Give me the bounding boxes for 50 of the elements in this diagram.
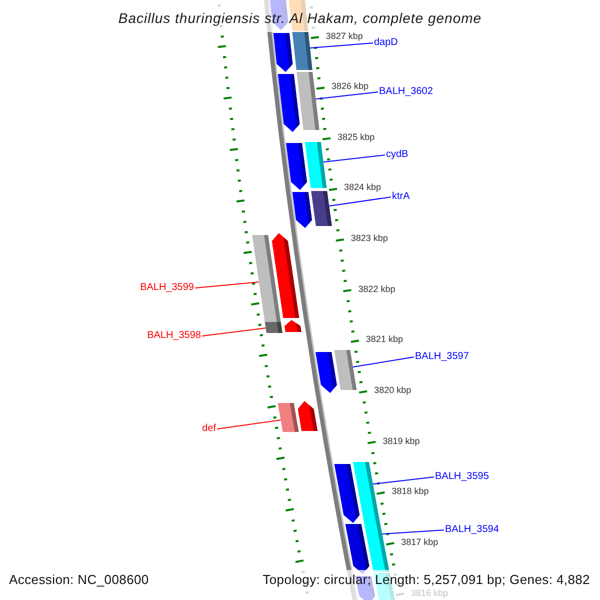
leader-line: [315, 92, 378, 100]
position-label: 3818 kbp: [392, 486, 429, 498]
leader-line: [372, 476, 434, 484]
leader-line: [322, 154, 386, 162]
leader-line: [382, 530, 444, 534]
pointed-gene-block: [292, 192, 312, 228]
genome-stats-text: Topology: circular; Length: 5,257,091 bp; Genes: 4,882: [262, 572, 590, 587]
gene-label: BALH_3594: [445, 524, 499, 536]
gene-label: dapD: [374, 37, 398, 49]
pointed-gene-block: [286, 143, 307, 190]
position-label: 3824 kbp: [344, 182, 382, 194]
position-label: 3825 kbp: [338, 132, 375, 143]
gene-bar: [311, 191, 332, 226]
pointed-gene-block: [273, 33, 293, 72]
pointed-gene-block: [272, 233, 300, 318]
gene-label: def: [202, 423, 216, 435]
leader-line: [216, 420, 282, 430]
position-label: 3821 kbp: [366, 334, 403, 346]
gene-bar: [296, 72, 320, 130]
gene-label: BALH_3595: [435, 471, 489, 483]
accession-text: Accession: NC_008600: [9, 572, 149, 587]
position-label: 3820 kbp: [374, 385, 412, 396]
position-label: 3826 kbp: [332, 81, 369, 92]
pointed-gene-block: [316, 352, 337, 393]
pointed-gene-block: [298, 401, 318, 431]
pointed-gene-block: [284, 320, 302, 332]
gene-label: cydB: [386, 149, 408, 161]
gene-bar: [264, 322, 282, 333]
gene-label: ktrA: [392, 191, 410, 203]
diagram-title: Bacillus thuringiensis str. Al Hakam, complete genome: [118, 10, 482, 27]
gene-label: BALH_3599: [140, 282, 194, 294]
position-label: 3823 kbp: [350, 233, 388, 244]
position-label: 3816 kbp: [411, 588, 448, 599]
gene-bar: [334, 350, 357, 390]
position-label: 3822 kbp: [358, 284, 396, 295]
position-label: 3817 kbp: [401, 537, 438, 548]
gene-label: BALH_3597: [415, 351, 469, 363]
position-label: 3819 kbp: [382, 436, 420, 447]
gene-bar: [292, 32, 312, 70]
gene-bar: [353, 462, 380, 521]
leader-line: [328, 196, 392, 206]
pointed-gene-block: [278, 74, 300, 132]
gene-label: BALH_3602: [379, 86, 433, 98]
leader-line: [194, 282, 260, 288]
leader-line: [310, 42, 374, 48]
gene-label: BALH_3598: [147, 330, 201, 342]
gene-bar: [278, 403, 299, 432]
gene-bar: [304, 142, 327, 188]
position-label: 3827 kbp: [326, 30, 363, 42]
gene-bar: [289, 0, 308, 31]
